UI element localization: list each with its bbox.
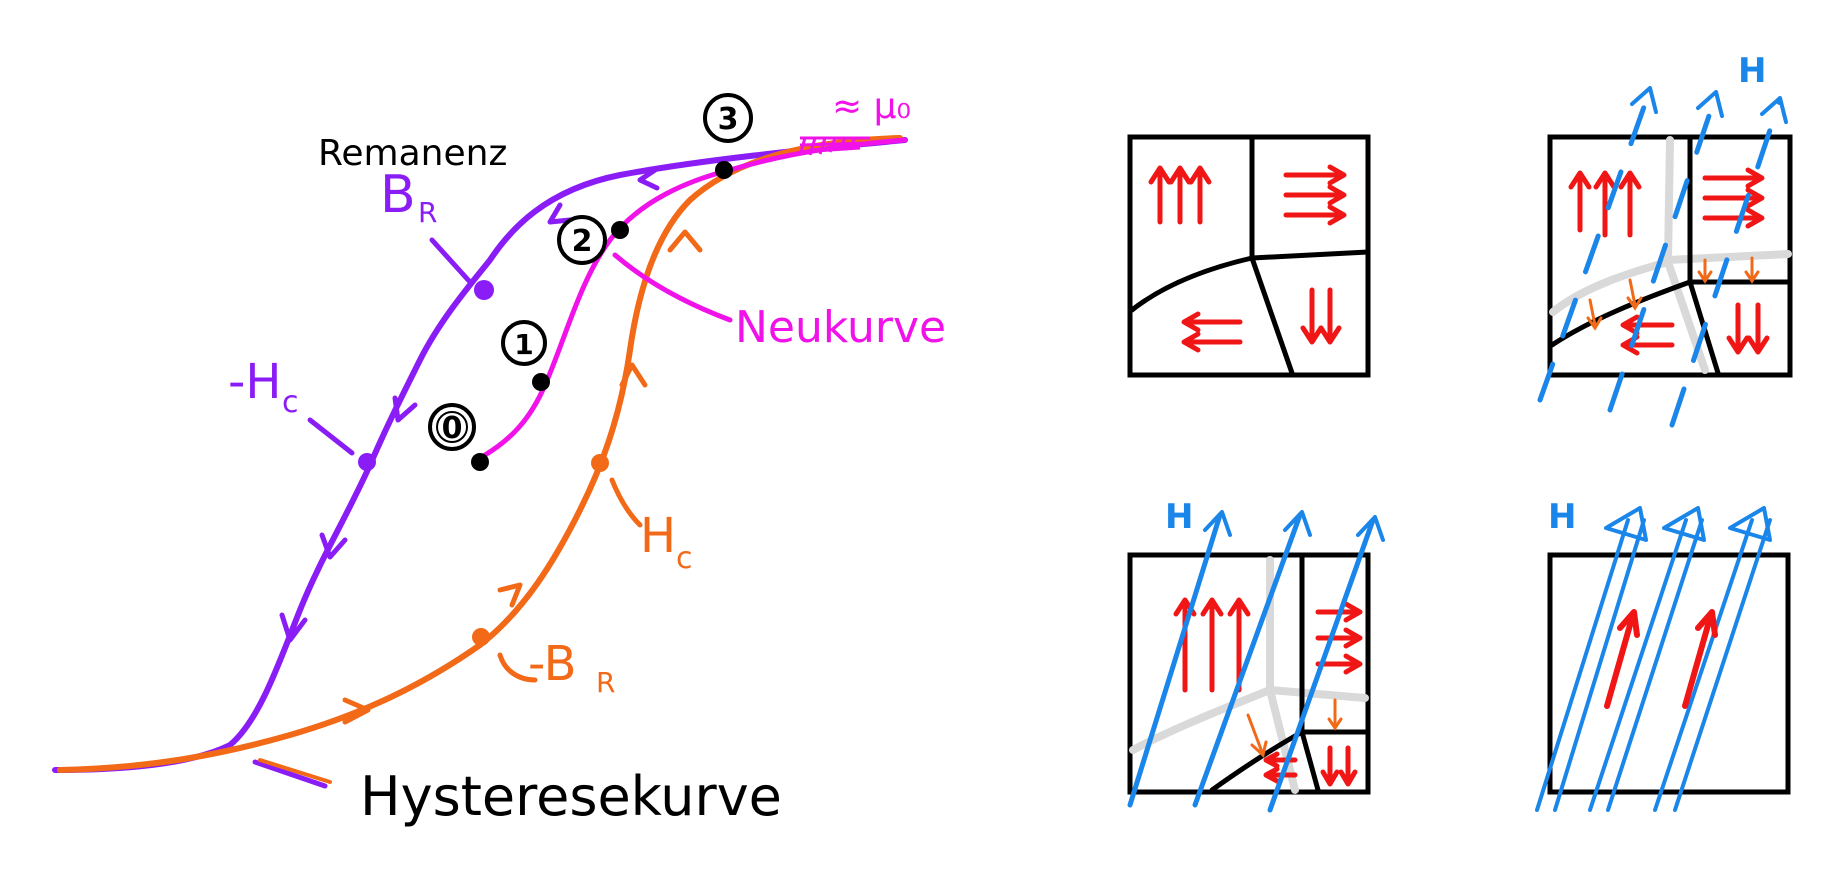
neg-br-pointer	[497, 652, 538, 683]
domain-walls	[1209, 552, 1371, 793]
wall-motion-arrows	[1246, 698, 1343, 758]
point-3-dot	[715, 161, 733, 179]
domain-walls	[1129, 134, 1371, 376]
hysterese-pointer-orange	[258, 758, 332, 784]
ascending-branch-curve	[57, 135, 903, 773]
domain-panel-unmagnetized	[1127, 134, 1371, 378]
svg-text:B: B	[380, 165, 416, 225]
svg-text:-H: -H	[228, 354, 281, 410]
neg-hc-label: -H c	[228, 354, 299, 420]
hc-label: H c	[640, 508, 693, 576]
svg-text:2: 2	[572, 224, 593, 259]
magnetization-arrows	[1148, 164, 1347, 353]
neg-hc-pointer	[307, 417, 355, 456]
field-label: H	[1165, 497, 1193, 537]
field-arrowheads	[1604, 506, 1772, 542]
ascending-arrows	[342, 229, 703, 725]
svg-text:-B: -B	[528, 636, 577, 692]
domain-walls	[1549, 134, 1791, 376]
svg-text:R: R	[418, 196, 437, 229]
field-lines-dashed	[1537, 87, 1783, 428]
point-0-marker: 0	[428, 403, 476, 451]
field-arrowheads	[1203, 510, 1385, 542]
point-1-dot	[532, 373, 550, 391]
point-2-marker: 2	[557, 215, 607, 265]
descending-arrows	[279, 167, 660, 643]
point-2-dot	[611, 221, 629, 239]
svg-text:3: 3	[718, 102, 739, 137]
point-1-marker: 1	[501, 320, 547, 366]
domain-panel-strong-field: H	[1127, 497, 1385, 813]
svg-text:c: c	[282, 385, 299, 420]
field-lines	[1127, 512, 1376, 813]
svg-text:H: H	[640, 508, 676, 564]
virgin-curve	[482, 137, 908, 458]
neg-hc-point	[358, 453, 376, 471]
hc-pointer	[609, 477, 643, 528]
magnetization-arrows	[1568, 167, 1770, 356]
hysteresekurve-label: Hysteresekurve	[360, 765, 782, 828]
svg-text:R: R	[596, 666, 615, 699]
point-3-marker: 3	[703, 93, 753, 143]
field-arrowheads	[1630, 86, 1788, 124]
point-0-dot	[471, 453, 489, 471]
neg-br-label: -B R	[528, 636, 615, 699]
remanenz-label: Remanenz	[318, 133, 507, 174]
svg-text:1: 1	[514, 328, 533, 361]
hysteresis-loop: 0 1 2 3 Remanenz B R -H c	[52, 86, 946, 828]
br-point	[474, 280, 494, 300]
neukurve-pointer	[612, 252, 733, 323]
neukurve-label: Neukurve	[735, 302, 946, 353]
wall-motion-arrows	[1586, 256, 1760, 331]
hc-point	[591, 454, 609, 472]
domain-panel-weak-field: H	[1537, 51, 1793, 428]
field-label: H	[1548, 497, 1576, 537]
svg-text:0: 0	[442, 411, 463, 446]
domain-panel-saturated: H	[1535, 497, 1791, 812]
hysterese-pointer-purple	[252, 759, 328, 789]
mu0-label: ≈ μ₀	[832, 86, 911, 127]
saturation-slope-hatch	[798, 136, 871, 156]
magnetization-arrows	[1604, 609, 1718, 709]
field-label: H	[1738, 51, 1766, 91]
br-pointer	[429, 237, 473, 285]
svg-text:c: c	[676, 541, 693, 576]
br-label: B R	[380, 165, 437, 229]
neg-br-point	[472, 628, 490, 646]
field-lines	[1535, 518, 1772, 812]
